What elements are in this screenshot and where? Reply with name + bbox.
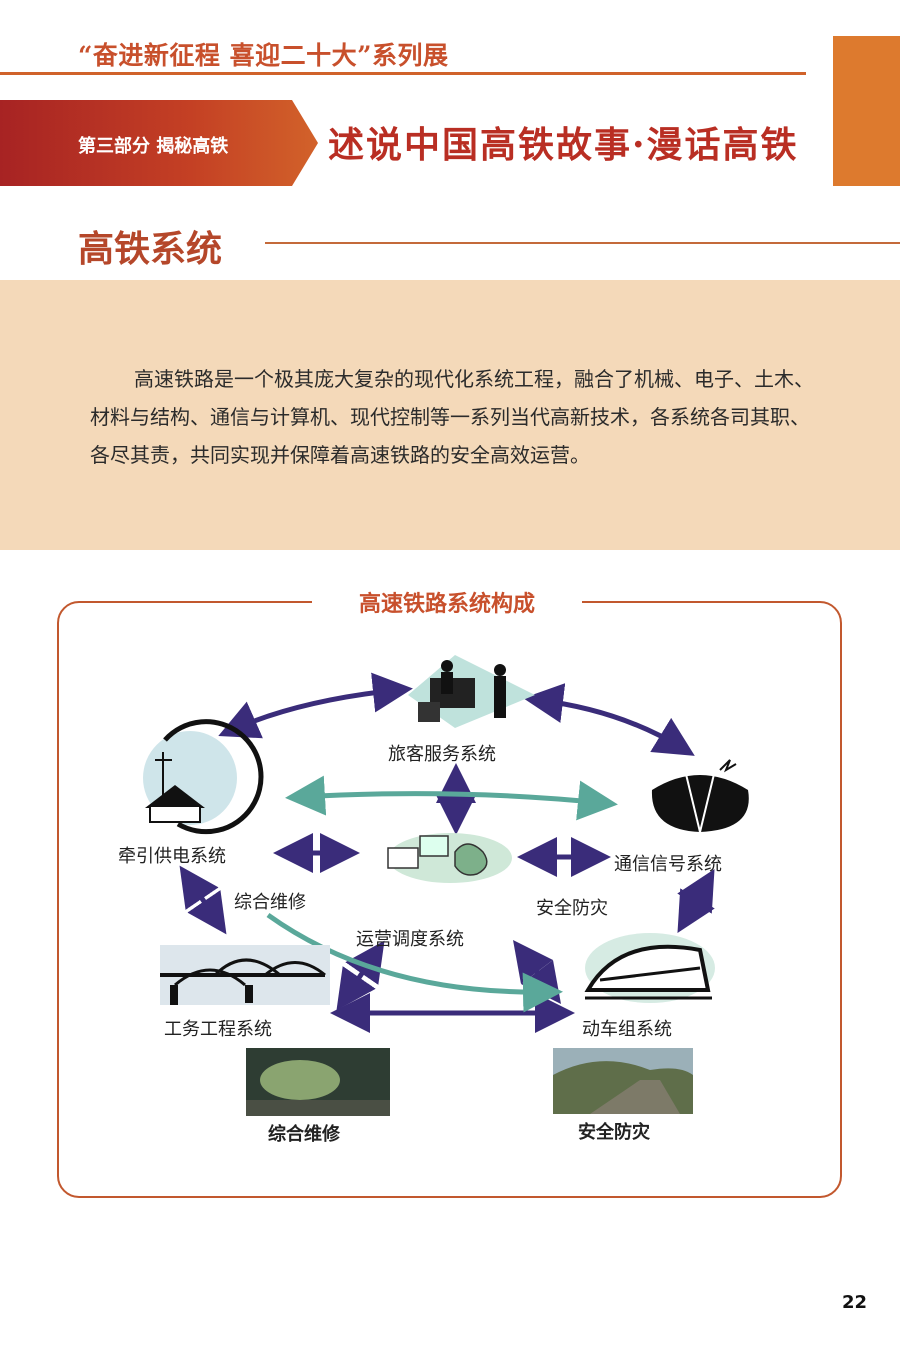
part-subtitle: 述说中国高铁故事·漫话高铁: [328, 124, 799, 166]
page-number: 22: [842, 1292, 868, 1313]
intro-paragraph: 高速铁路是一个极其庞大复杂的现代化系统工程，融合了机械、电子、土木、材料与结构、…: [90, 367, 814, 467]
label-maintenance-photo: 综合维修: [268, 1124, 340, 1145]
label-maintenance-link: 综合维修: [234, 892, 306, 913]
passenger-service-icon: [408, 655, 535, 728]
label-safety-link: 安全防灾: [536, 898, 608, 919]
label-passenger-service: 旅客服务系统: [388, 744, 496, 765]
arrow-traction-civil: [179, 865, 227, 935]
diagram-title-backdrop: [312, 584, 582, 618]
arrow-maintenance-emu: [266, 912, 563, 1013]
arrow-signal-emu: [677, 869, 715, 933]
arrow-dispatch-emu: [513, 940, 561, 1004]
section-title: 高铁系统: [78, 229, 223, 270]
section-rule: [265, 242, 900, 244]
emu-train-icon: [584, 933, 715, 1003]
bridge-icon: [160, 945, 330, 1005]
part-label: 第三部分 揭秘高铁: [78, 136, 229, 157]
exhibit-title: “奋进新征程 喜迎二十大”系列展: [78, 41, 449, 70]
label-safety-photo: 安全防灾: [578, 1122, 650, 1143]
label-traction-power: 牵引供电系统: [118, 846, 226, 867]
intro-panel: [0, 280, 900, 550]
arrow-dispatch-civil: [336, 940, 385, 1011]
header-divider: [0, 72, 806, 75]
label-signal-system: 通信信号系统: [614, 854, 722, 875]
signal-tower-icon: [651, 759, 749, 833]
safety-photo: [553, 1048, 693, 1114]
diagram-title: 高速铁路系统构成: [358, 592, 535, 617]
teal-arrows: [266, 775, 618, 1013]
label-dispatch-system: 运营调度系统: [356, 929, 464, 950]
arrow-traction-passenger: [218, 672, 413, 739]
label-emu-system: 动车组系统: [582, 1019, 672, 1040]
traction-power-icon: [143, 719, 264, 835]
label-civil-works: 工务工程系统: [164, 1019, 272, 1040]
maintenance-photo: [246, 1048, 390, 1116]
dispatch-center-icon: [387, 833, 512, 883]
arrow-traction-signal: [285, 775, 618, 821]
corner-accent-block: [833, 36, 900, 186]
arrow-passenger-signal: [523, 683, 695, 756]
part-banner: [0, 100, 318, 186]
